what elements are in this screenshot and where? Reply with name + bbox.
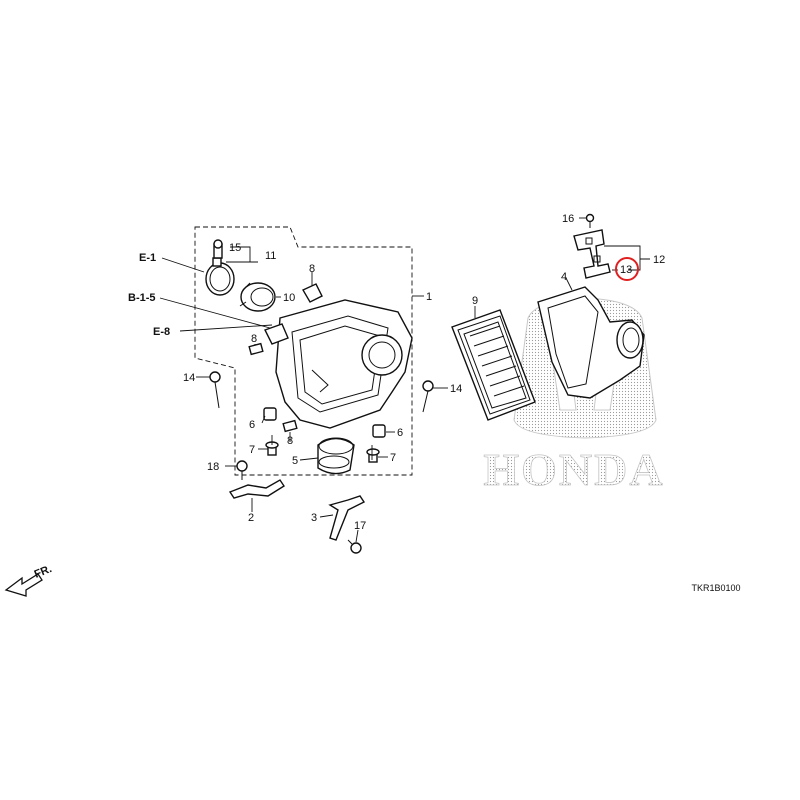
ref-e-1: E-1 <box>139 252 156 264</box>
air-cleaner-upper-case-4 <box>537 286 645 399</box>
callout-9: 9 <box>472 295 478 307</box>
air-filter-element-9 <box>451 309 536 421</box>
honda-watermark: HONDA <box>483 297 664 495</box>
callout-6-right: 6 <box>397 427 403 439</box>
callout-10: 10 <box>283 292 295 304</box>
ref-b-1-5: B-1-5 <box>128 292 156 304</box>
callout-15: 15 <box>229 242 241 254</box>
callout-5: 5 <box>292 455 298 467</box>
bracket-2 <box>228 479 285 499</box>
clip-8-lower <box>282 419 298 433</box>
leader-lines <box>159 217 650 543</box>
tube-10 <box>239 282 276 312</box>
callout-18: 18 <box>207 461 219 473</box>
front-direction-label: FR. <box>33 563 54 581</box>
callout-14-right: 14 <box>450 383 462 395</box>
sensor-assembly-12 <box>573 229 611 279</box>
callout-2: 2 <box>248 512 254 524</box>
callout-1: 1 <box>426 291 432 303</box>
callout-7-right: 7 <box>390 452 396 464</box>
callout-17: 17 <box>354 520 366 532</box>
duct-5 <box>317 437 355 475</box>
callout-labels: 1 2 3 4 5 6 6 7 7 8 8 8 9 10 11 12 13 14… <box>183 213 665 532</box>
diagram-code: TKR1B0100 <box>691 583 740 593</box>
callout-7-left: 7 <box>249 444 255 456</box>
callout-3: 3 <box>311 512 317 524</box>
clip-8-left <box>248 342 264 356</box>
bolt-14-right <box>422 380 434 413</box>
bolt-16 <box>585 213 595 228</box>
screw-15 <box>213 239 223 259</box>
honda-wordmark: HONDA <box>483 444 664 495</box>
clip-8-top <box>302 283 323 303</box>
callout-8-lower: 8 <box>287 435 293 447</box>
reference-labels: E-1 B-1-5 E-8 <box>128 252 170 338</box>
highlight-circle-13 <box>615 257 639 281</box>
grommet-6-left <box>263 407 277 421</box>
assembly-outline-1 <box>194 226 413 476</box>
callout-13: 13 <box>620 264 632 276</box>
bolt-17 <box>347 539 362 554</box>
air-cleaner-lower-case <box>264 299 413 429</box>
callout-8-left: 8 <box>251 333 257 345</box>
clamp-ring <box>205 257 235 296</box>
callout-14-left: 14 <box>183 372 195 384</box>
bracket-3 <box>328 495 366 541</box>
callout-16: 16 <box>562 213 574 225</box>
bolt-14-left <box>209 371 221 409</box>
grommet-6-right <box>372 424 386 438</box>
callout-6-left: 6 <box>249 419 255 431</box>
callout-11: 11 <box>265 250 276 262</box>
callout-4: 4 <box>561 271 567 283</box>
callout-12: 12 <box>653 254 665 266</box>
bolt-18 <box>236 460 248 480</box>
collar-7-right <box>366 448 380 463</box>
front-direction-arrow: FR. <box>4 563 54 597</box>
ref-e-8: E-8 <box>153 326 170 338</box>
callout-8-top: 8 <box>309 263 315 275</box>
